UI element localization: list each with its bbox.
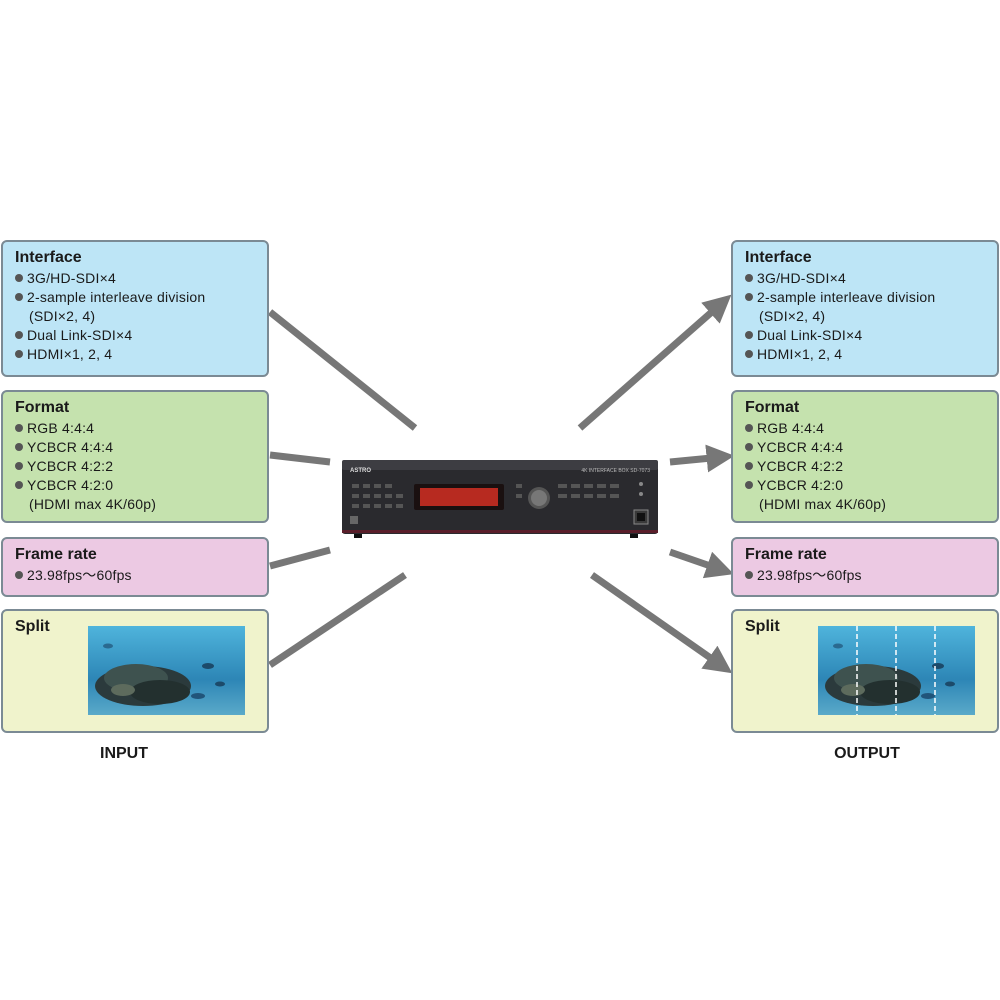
input-interface-panel: Interface 3G/HD-SDI×4 2-sample interleav… (1, 240, 269, 377)
output-interface-panel: Interface 3G/HD-SDI×4 2-sample interleav… (731, 240, 999, 377)
list-item: HDMI×1, 2, 4 (15, 345, 255, 364)
bullet-icon (745, 350, 753, 358)
list-item: RGB 4:4:4 (745, 419, 985, 438)
input-label: INPUT (100, 745, 148, 762)
list-item: 2-sample interleave division (15, 288, 255, 307)
list-item: Dual Link-SDI×4 (745, 326, 985, 345)
input-interface-line (267, 309, 418, 431)
bullet-icon (15, 274, 23, 282)
input-split-line (268, 572, 407, 668)
output-interface-title: Interface (745, 249, 812, 266)
output-split-image (818, 626, 975, 715)
input-format-line (269, 451, 331, 466)
list-item: (HDMI max 4K/60p) (759, 496, 887, 512)
list-item: 2-sample interleave division (745, 288, 985, 307)
bullet-icon (745, 293, 753, 301)
list-item: 23.98fps～60fps (15, 566, 255, 585)
bullet-icon (15, 293, 23, 301)
list-item: (SDI×2, 4) (29, 308, 96, 324)
output-format-panel: Format RGB 4:4:4 YCBCR 4:4:4 YCBCR 4:2:2… (731, 390, 999, 523)
list-item: (SDI×2, 4) (759, 308, 826, 324)
bullet-icon (15, 331, 23, 339)
list-item: (HDMI max 4K/60p) (29, 496, 157, 512)
bullet-icon (745, 462, 753, 470)
list-item: Dual Link-SDI×4 (15, 326, 255, 345)
list-item: YCBCR 4:2:0 (745, 476, 985, 495)
bullet-icon (745, 331, 753, 339)
input-format-panel: Format RGB 4:4:4 YCBCR 4:4:4 YCBCR 4:2:2… (1, 390, 269, 523)
output-interface-arrow (577, 294, 732, 431)
input-frame-rate-title: Frame rate (15, 546, 97, 563)
input-format-title: Format (15, 399, 70, 416)
input-split-image (88, 626, 245, 715)
device-model-text: 4K INTERFACE BOX SD-7073 (581, 468, 650, 474)
output-label: OUTPUT (834, 745, 900, 762)
bullet-icon (745, 481, 753, 489)
bullet-icon (15, 462, 23, 470)
list-item: YCBCR 4:4:4 (15, 438, 255, 457)
bullet-icon (15, 424, 23, 432)
input-interface-title: Interface (15, 249, 82, 266)
list-item: 3G/HD-SDI×4 (15, 269, 255, 288)
output-split-title: Split (745, 618, 780, 635)
input-frame-rate-panel: Frame rate 23.98fps～60fps (1, 537, 269, 597)
list-item: 23.98fps～60fps (745, 566, 985, 585)
list-item: HDMI×1, 2, 4 (745, 345, 985, 364)
input-split-title: Split (15, 618, 50, 635)
bullet-icon (745, 424, 753, 432)
bullet-icon (745, 571, 753, 579)
output-frame-rate-panel: Frame rate 23.98fps～60fps (731, 537, 999, 597)
list-item: YCBCR 4:2:0 (15, 476, 255, 495)
list-item: 3G/HD-SDI×4 (745, 269, 985, 288)
output-format-title: Format (745, 399, 800, 416)
output-frame-rate-arrow (668, 548, 734, 579)
device-brand-text: ASTRO (350, 468, 371, 474)
output-format-arrow (669, 444, 735, 473)
bullet-icon (15, 571, 23, 579)
input-frame-rate-line (269, 546, 331, 570)
bullet-icon (15, 481, 23, 489)
bullet-icon (15, 350, 23, 358)
bullet-icon (745, 274, 753, 282)
output-frame-rate-title: Frame rate (745, 546, 827, 563)
bullet-icon (15, 443, 23, 451)
output-split-arrow (589, 572, 733, 674)
list-item: RGB 4:4:4 (15, 419, 255, 438)
list-item: YCBCR 4:2:2 (15, 457, 255, 476)
list-item: YCBCR 4:4:4 (745, 438, 985, 457)
list-item: YCBCR 4:2:2 (745, 457, 985, 476)
split-divider-lines (856, 626, 936, 715)
bullet-icon (745, 443, 753, 451)
interface-box-device: ASTRO 4K INTERFACE BOX SD-7073 (342, 460, 658, 538)
